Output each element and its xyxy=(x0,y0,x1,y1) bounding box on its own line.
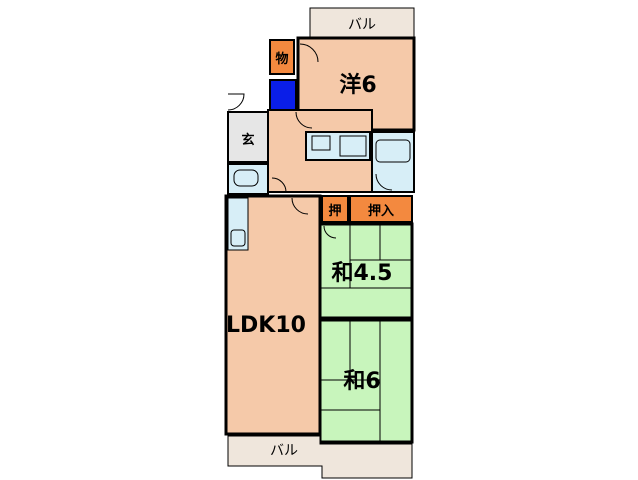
bathtub xyxy=(375,139,411,163)
closet-small xyxy=(321,195,349,223)
closet-large xyxy=(349,195,413,223)
toilet-fixture xyxy=(233,169,259,187)
kitchen-sink xyxy=(230,229,246,247)
western-room-label: 洋6 xyxy=(339,72,376,98)
japanese-room-1-label: 和4.5 xyxy=(332,261,393,286)
closet-large-label: 押入 xyxy=(368,203,394,219)
balcony-bottom-label: バル xyxy=(270,443,298,459)
washing-machine xyxy=(339,135,367,157)
pipe-space xyxy=(269,79,297,111)
balcony-top-label: バル xyxy=(348,17,376,33)
storage-small-label: 物 xyxy=(275,51,288,67)
balcony-bottom xyxy=(227,435,413,479)
japanese-room-1 xyxy=(318,222,414,320)
tatami-lines-2 xyxy=(320,320,381,442)
japanese-room-2-label: 和6 xyxy=(343,369,380,394)
balcony-top xyxy=(309,7,415,39)
japanese-room-2 xyxy=(318,318,414,444)
storage-small xyxy=(269,39,295,75)
door-swings xyxy=(227,43,393,239)
wash-basin xyxy=(311,135,331,151)
ldk-label: LDK10 xyxy=(226,313,306,338)
entrance-label: 玄 xyxy=(241,132,254,148)
closet-small-label: 押 xyxy=(328,203,341,219)
entrance xyxy=(227,111,269,163)
tatami-lines-1 xyxy=(320,224,412,289)
